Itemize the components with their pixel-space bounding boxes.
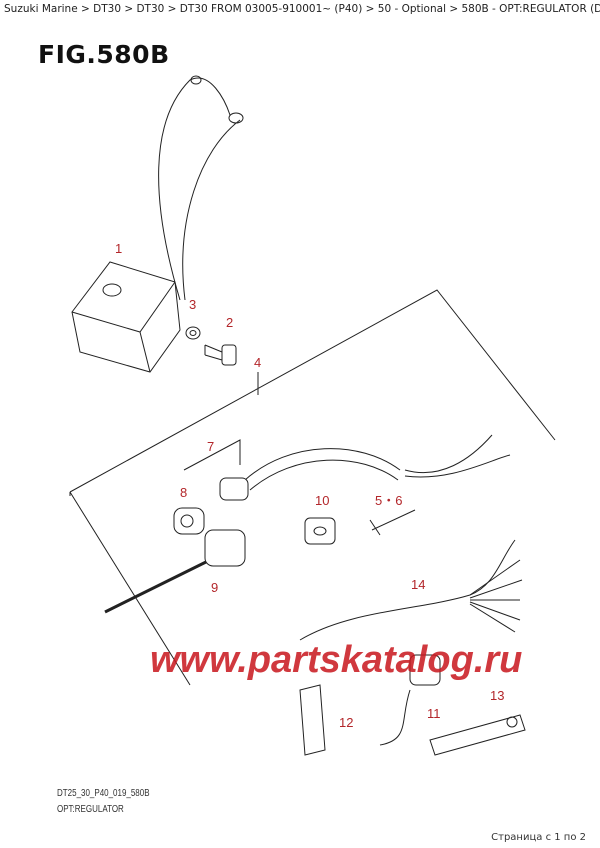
harness-wire bbox=[249, 459, 399, 491]
coupler bbox=[173, 507, 205, 535]
drawing-name: OPT:REGULATOR bbox=[57, 804, 124, 815]
coupler-socket bbox=[180, 514, 194, 528]
watermark: www.partskatalog.ru bbox=[150, 639, 523, 681]
harness-coupler bbox=[219, 477, 249, 501]
callout-8[interactable]: 8 bbox=[180, 485, 188, 500]
kit-outline bbox=[69, 289, 556, 686]
regulator-wire bbox=[158, 77, 231, 301]
coupler-9 bbox=[204, 529, 246, 567]
washer bbox=[185, 326, 201, 340]
washer-hole bbox=[189, 330, 197, 336]
harness-wire bbox=[244, 448, 401, 481]
plate-13 bbox=[429, 714, 526, 756]
callout-9[interactable]: 9 bbox=[211, 580, 219, 595]
harness-14-leads bbox=[469, 559, 523, 633]
callout-5-6[interactable]: 5・6 bbox=[375, 493, 403, 508]
callout-4[interactable]: 4 bbox=[254, 355, 262, 370]
regulator bbox=[71, 261, 181, 373]
ring-terminal bbox=[228, 112, 244, 124]
grommet bbox=[304, 517, 336, 545]
callout-3[interactable]: 3 bbox=[189, 297, 197, 312]
coupler-wire bbox=[104, 558, 211, 614]
ring-terminal bbox=[190, 75, 202, 85]
callout-1[interactable]: 1 bbox=[115, 241, 123, 256]
grommet-hole bbox=[313, 526, 327, 536]
drawing-code: DT25_30_P40_019_580B bbox=[57, 788, 150, 799]
callout-11[interactable]: 11 bbox=[427, 706, 441, 721]
regulator-wire bbox=[182, 119, 241, 301]
figure-title: FIG.580B bbox=[38, 40, 170, 69]
harness-14 bbox=[299, 539, 516, 641]
clamp bbox=[369, 509, 416, 536]
regulator-hole bbox=[102, 283, 122, 297]
callout-7[interactable]: 7 bbox=[207, 439, 215, 454]
switch bbox=[409, 654, 441, 686]
callout-14[interactable]: 14 bbox=[411, 577, 426, 592]
callout-10[interactable]: 10 bbox=[315, 493, 330, 508]
harness-wire bbox=[404, 434, 511, 478]
plate-12 bbox=[299, 684, 326, 756]
pagination: Страница с 1 по 2 bbox=[491, 832, 586, 843]
breadcrumb[interactable]: Suzuki Marine > DT30 > DT30 > DT30 FROM … bbox=[4, 3, 600, 15]
leader-bracket bbox=[183, 439, 241, 471]
switch-wire bbox=[379, 689, 411, 746]
callout-2[interactable]: 2 bbox=[226, 315, 234, 330]
callout-13[interactable]: 13 bbox=[490, 688, 505, 703]
plate-13-hole bbox=[506, 716, 518, 728]
regulator-edge bbox=[71, 281, 176, 373]
callout-12[interactable]: 12 bbox=[339, 715, 354, 730]
bolt bbox=[204, 344, 223, 361]
bolt-head bbox=[221, 344, 237, 366]
